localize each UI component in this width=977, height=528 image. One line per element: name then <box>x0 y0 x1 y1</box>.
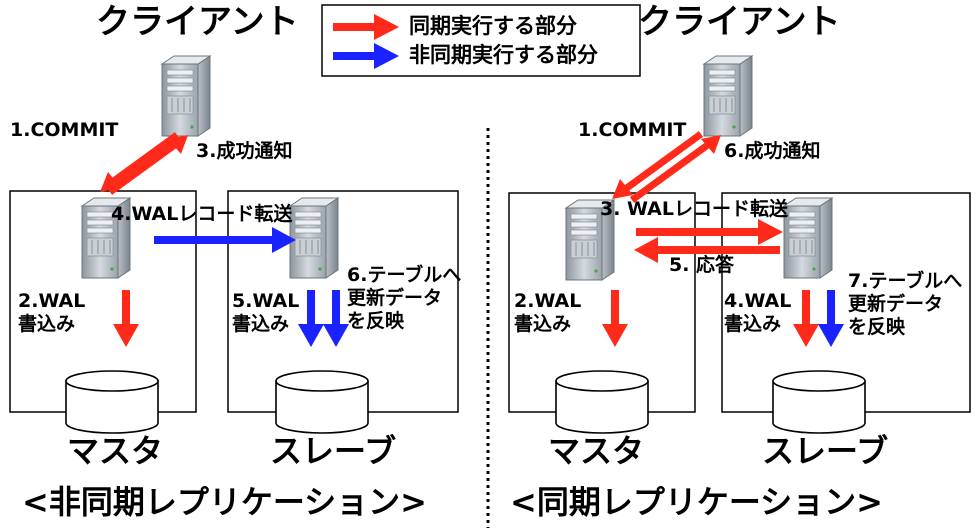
sync-slave-wal-label: 4.WAL 書込み <box>724 290 792 335</box>
async-diagram <box>9 55 459 434</box>
sync-slave-db-icon <box>772 370 866 434</box>
legend-sync-label: 同期実行する部分 <box>409 14 577 38</box>
sync-response-label: 5. 応答 <box>669 254 735 276</box>
async-success-arrow <box>107 135 188 195</box>
sync-mode-caption: <同期レプリケーション> <box>510 483 883 521</box>
sync-slave-apply-arrow <box>818 290 844 347</box>
sync-client-title: クライアント <box>638 2 841 42</box>
sync-master-caption: マスタ <box>548 432 645 470</box>
async-wal-transfer-arrow <box>154 227 296 253</box>
async-master-wal-arrow <box>113 290 139 347</box>
async-slave-db-icon <box>275 370 369 434</box>
legend-async-arrow <box>333 43 399 69</box>
sync-apply-label: 7.テーブルへ 更新データ を反映 <box>848 270 963 338</box>
sync-master-wal-label: 2.WAL 書込み <box>514 290 582 335</box>
sync-slave-server-icon <box>783 197 833 279</box>
async-apply-label: 6.テーブルへ 更新データ を反映 <box>347 264 462 332</box>
sync-commit-arrow <box>612 131 704 199</box>
sync-wal-transfer-arrow <box>636 219 783 245</box>
sync-success-arrow <box>629 135 721 203</box>
sync-master-wal-arrow <box>602 290 628 347</box>
async-master-db-icon <box>65 370 159 434</box>
async-slave-wal-arrow <box>298 290 324 347</box>
async-master-wal-label: 2.WAL 書込み <box>18 290 86 335</box>
sync-wal-transfer-label: 3. WALレコード転送 <box>600 198 788 220</box>
sync-master-db-icon <box>555 370 649 434</box>
async-slave-wal-label: 5.WAL 書込み <box>232 290 300 335</box>
legend-async-label: 非同期実行する部分 <box>409 43 598 67</box>
sync-commit-label: 1.COMMIT <box>578 119 687 141</box>
legend <box>321 4 641 77</box>
sync-slave-wal-arrow <box>793 290 819 347</box>
sync-diagram <box>508 55 971 434</box>
sync-response-arrow <box>634 237 780 263</box>
async-master-caption: マスタ <box>67 432 164 470</box>
async-slave-caption: スレーブ <box>270 432 397 470</box>
legend-sync-arrow <box>333 14 399 40</box>
async-success-label: 3.成功通知 <box>196 140 293 162</box>
sync-client-server-icon <box>703 55 753 137</box>
async-client-server-icon <box>161 55 211 137</box>
async-commit-arrow <box>100 132 180 192</box>
sync-slave-caption: スレーブ <box>762 432 889 470</box>
async-commit-label: 1.COMMIT <box>10 119 119 141</box>
async-slave-server-icon <box>289 197 339 279</box>
async-slave-apply-arrow <box>323 290 349 347</box>
async-wal-transfer-label: 4.WALレコード転送 <box>111 203 293 225</box>
sync-success-label: 6.成功通知 <box>724 140 821 162</box>
async-mode-caption: <非同期レプリケーション> <box>22 483 427 521</box>
async-client-title: クライアント <box>96 2 299 42</box>
